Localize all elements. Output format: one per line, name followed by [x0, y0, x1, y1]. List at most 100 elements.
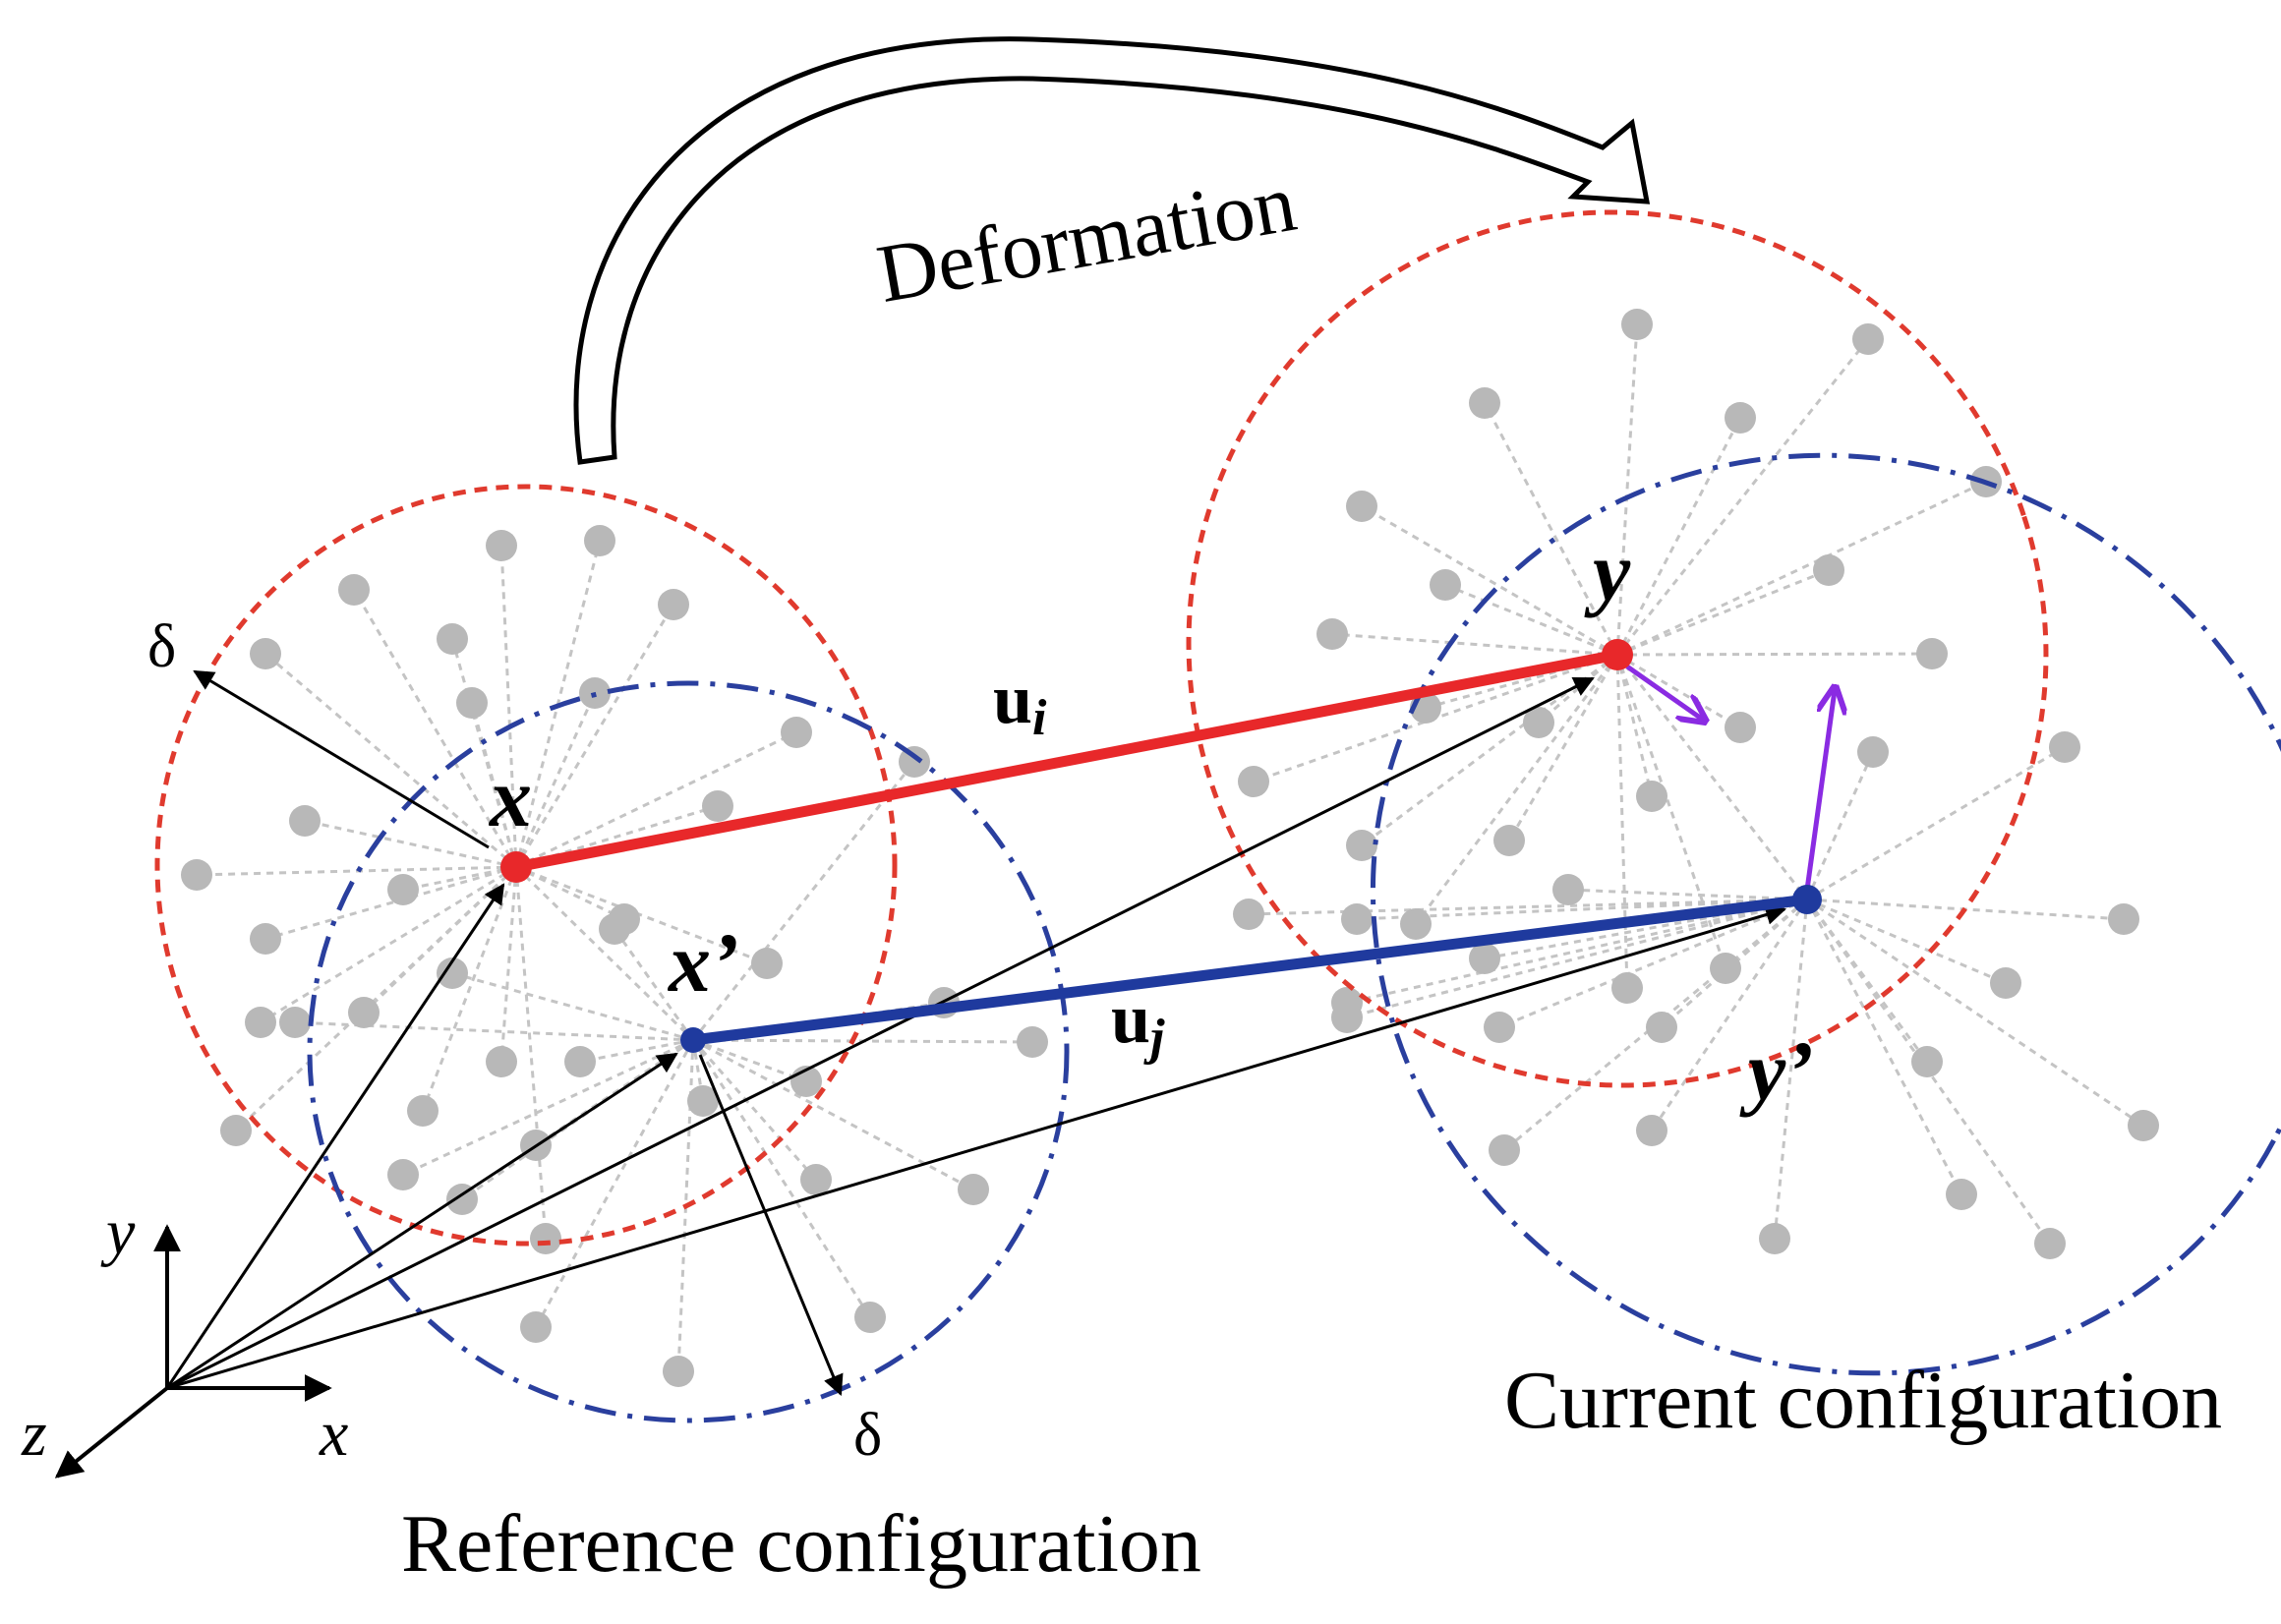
- material-point: [220, 1115, 252, 1146]
- bond-line: [579, 1038, 694, 1064]
- material-point: [687, 1085, 719, 1117]
- bond-line: [691, 1039, 872, 1318]
- material-point: [1523, 707, 1554, 738]
- bond-line: [470, 702, 518, 868]
- bond-line: [691, 1039, 818, 1181]
- material-point: [584, 525, 615, 556]
- bond-line: [1615, 417, 1742, 656]
- point-x-label: x: [488, 750, 532, 844]
- material-point: [1857, 736, 1889, 768]
- bond-line: [234, 865, 518, 1132]
- bond-line: [1507, 654, 1619, 841]
- material-point: [2049, 731, 2080, 763]
- current-configuration-label: Current configuration: [1504, 1355, 2222, 1446]
- bond-line: [514, 865, 695, 1042]
- material-point: [1430, 569, 1461, 601]
- material-point: [1469, 943, 1500, 974]
- material-point: [1611, 972, 1643, 1004]
- bond-line: [515, 730, 797, 869]
- material-point: [1469, 387, 1500, 419]
- bond-line: [260, 865, 517, 1024]
- bond-line: [1483, 402, 1619, 656]
- material-point: [1017, 1026, 1048, 1058]
- material-points: [181, 309, 2159, 1387]
- material-point: [1990, 967, 2021, 999]
- material-point: [348, 997, 380, 1028]
- bond-line: [1650, 899, 1809, 1131]
- bond-line: [691, 761, 916, 1041]
- u-i-subscript: i: [1032, 690, 1047, 746]
- material-point: [854, 1302, 886, 1333]
- material-point: [1400, 908, 1432, 940]
- horizon-x-reference: [154, 484, 898, 1247]
- u-j-label: uj: [1111, 979, 1165, 1066]
- u-i-label: ui: [993, 660, 1047, 746]
- bond-line: [1356, 898, 1808, 921]
- point-x-prime-marker: [680, 1027, 706, 1053]
- material-point: [1636, 781, 1667, 812]
- material-point: [1493, 825, 1525, 856]
- material-point: [1710, 953, 1741, 984]
- material-point: [1238, 766, 1269, 797]
- bond-line: [196, 865, 517, 877]
- material-point: [279, 1007, 311, 1038]
- bond-line: [294, 1020, 694, 1042]
- bond-line: [514, 692, 597, 868]
- bond-line: [514, 604, 675, 868]
- axis-x-label: x: [319, 1398, 348, 1470]
- material-point: [1852, 323, 1884, 355]
- deformation-label: Deformation: [871, 157, 1303, 320]
- bond-line: [515, 865, 768, 965]
- bond-line: [692, 1038, 974, 1191]
- material-point: [338, 574, 370, 606]
- material-point: [1331, 1002, 1363, 1033]
- material-point: [437, 957, 468, 989]
- material-point: [446, 1184, 478, 1215]
- axis-z-label: z: [21, 1398, 47, 1470]
- material-point: [245, 1007, 276, 1038]
- bond-line: [1616, 480, 1987, 657]
- material-point: [658, 589, 689, 620]
- material-point: [289, 805, 321, 837]
- material-point: [1341, 903, 1373, 935]
- material-point: [899, 746, 930, 778]
- bond-line: [1773, 899, 1809, 1240]
- material-point: [2034, 1228, 2066, 1259]
- position-vectors: [165, 669, 1787, 1396]
- material-point: [387, 1159, 419, 1190]
- material-point: [1725, 712, 1756, 743]
- bond-line: [264, 652, 517, 869]
- material-point: [250, 638, 281, 669]
- material-point: [437, 623, 468, 655]
- material-point: [599, 913, 630, 945]
- bond-line: [1615, 654, 1727, 969]
- material-point: [486, 1046, 517, 1077]
- displacement-u-j: [687, 894, 1813, 1046]
- vector-origin-to-x: [165, 883, 505, 1389]
- material-point: [387, 874, 419, 905]
- delta-radius-bottom: [698, 1054, 844, 1396]
- bond-line: [1346, 898, 1808, 1019]
- bond-line: [264, 865, 517, 941]
- material-point: [800, 1164, 832, 1195]
- delta-label-bottom: δ: [853, 1402, 882, 1469]
- deformation-arrow: [573, 36, 1651, 465]
- bond-line: [1806, 745, 2066, 901]
- bond-line: [1806, 898, 2144, 1128]
- bond-line: [1805, 751, 1875, 900]
- deformed-bond-vector-y: [1625, 664, 1703, 720]
- bond-line: [1248, 898, 1808, 916]
- bond-line: [1615, 654, 1809, 900]
- bond-line: [613, 928, 695, 1041]
- material-point: [1484, 1012, 1515, 1043]
- material-point: [663, 1356, 694, 1387]
- deformed-bond-vector-y-prime: [1804, 690, 1835, 891]
- vector-origin-to-y: [166, 676, 1595, 1390]
- bond-line: [451, 971, 694, 1042]
- material-point: [564, 1046, 596, 1077]
- material-point: [781, 717, 812, 748]
- material-point: [1636, 1115, 1667, 1146]
- point-x-prime-label: x’: [667, 915, 739, 1010]
- material-point: [1759, 1223, 1790, 1254]
